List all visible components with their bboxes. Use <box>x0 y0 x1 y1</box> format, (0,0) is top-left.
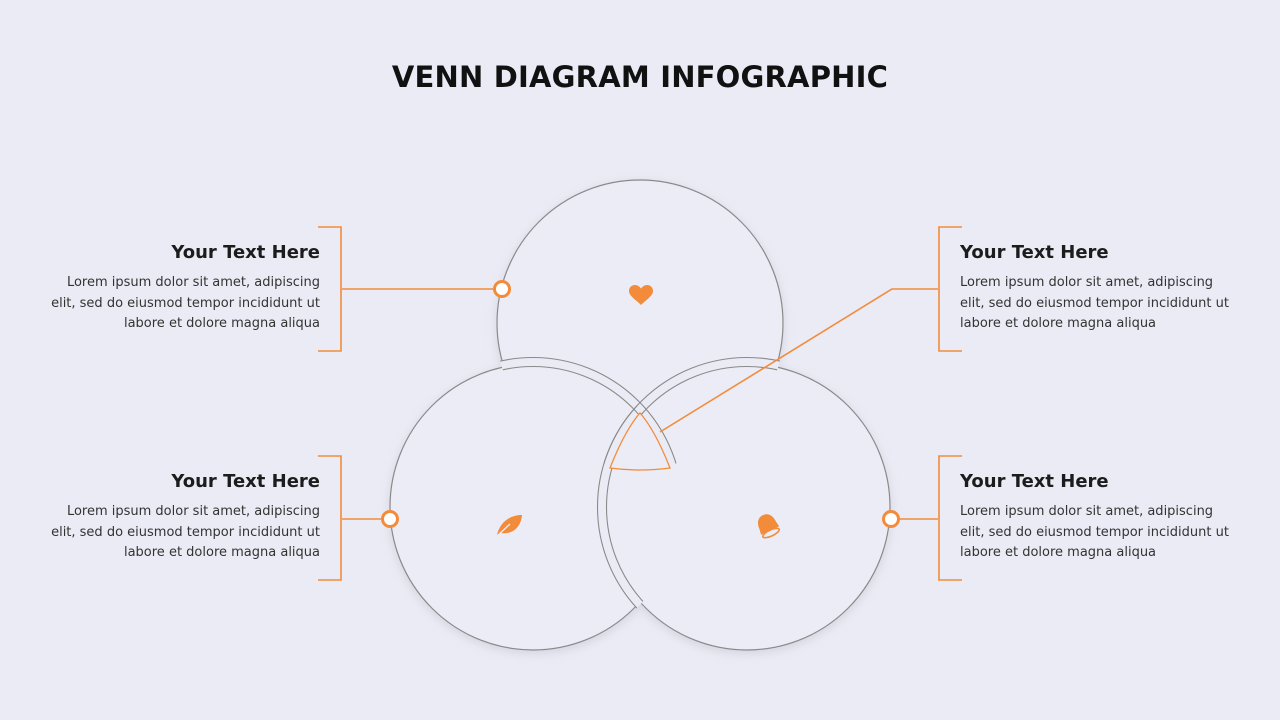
block-body: Lorem ipsum dolor sit amet, adipiscing e… <box>960 504 1229 560</box>
venn-channels <box>495 357 785 652</box>
page-title: VENN DIAGRAM INFOGRAPHIC <box>391 60 889 94</box>
block-heading: Your Text Here <box>171 242 320 263</box>
connectors <box>342 288 938 520</box>
bracket-top-left <box>318 226 342 352</box>
brackets <box>318 226 962 581</box>
dot-bottom-left <box>381 510 399 528</box>
bracket-top-right <box>938 226 962 352</box>
block-heading: Your Text Here <box>960 242 1109 263</box>
text-block-bottom-right: Your Text Here Lorem ipsum dolor sit ame… <box>960 471 1230 564</box>
text-block-top-left: Your Text Here Lorem ipsum dolor sit ame… <box>50 242 320 335</box>
dot-top-left <box>493 280 511 298</box>
block-body: Lorem ipsum dolor sit amet, adipiscing e… <box>960 275 1229 331</box>
connector-dots <box>381 280 900 528</box>
text-block-bottom-left: Your Text Here Lorem ipsum dolor sit ame… <box>50 471 320 564</box>
text-block-top-right: Your Text Here Lorem ipsum dolor sit ame… <box>960 242 1230 335</box>
block-body: Lorem ipsum dolor sit amet, adipiscing e… <box>51 504 320 560</box>
bell-icon <box>757 514 781 539</box>
bracket-bottom-left <box>318 455 342 581</box>
dot-bottom-right <box>882 510 900 528</box>
block-body: Lorem ipsum dolor sit amet, adipiscing e… <box>51 275 320 331</box>
center-intersection <box>609 412 671 471</box>
bracket-bottom-right <box>938 455 962 581</box>
heart-icon <box>629 285 653 305</box>
connector-top-right <box>659 288 938 433</box>
block-heading: Your Text Here <box>960 471 1109 492</box>
block-heading: Your Text Here <box>171 471 320 492</box>
leaf-icon <box>495 515 522 538</box>
venn-channel-edges <box>495 356 785 652</box>
venn-circles <box>389 179 891 651</box>
